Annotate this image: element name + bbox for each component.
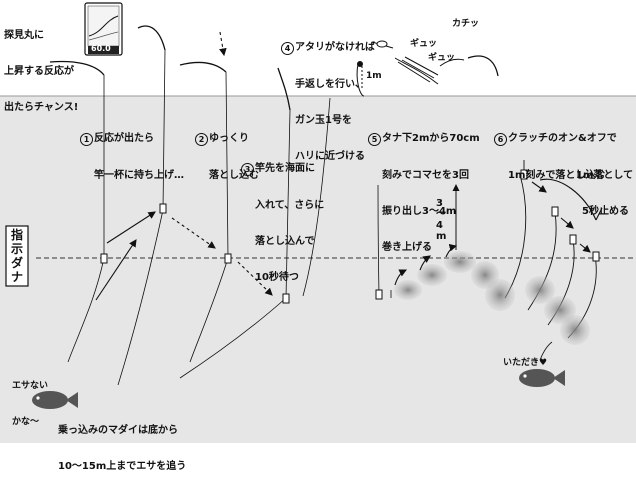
step-line: 手返しを行い、 <box>295 79 365 90</box>
step-line: 1m刻みで落とし込む <box>508 170 606 181</box>
step-number: 1 <box>80 133 93 146</box>
step-number: 3 <box>241 163 254 176</box>
fish-search-line: エサない <box>12 381 49 391</box>
step-line: 竿先を海面に <box>255 163 315 174</box>
bottom-note-line: 乗っ込みのマダイは底から <box>58 425 178 436</box>
drop-pause-line: 5秒止める <box>582 206 629 217</box>
step-number: 4 <box>281 42 294 55</box>
step-line: 落とし込んで <box>255 236 315 247</box>
sonar-display-icon <box>84 2 123 56</box>
sonar-caption-line: 上昇する反応が <box>4 66 74 77</box>
sonar-caption-line: 探見丸に <box>4 30 44 41</box>
fish-left-icon <box>32 391 78 409</box>
sonar-caption-line: 出たらチャンス! <box>4 102 79 113</box>
step-line: 刻みでコマセを3回 <box>382 170 469 181</box>
reel-sound-1: ギュッ <box>410 39 438 49</box>
step-line: タナ下2mから70cm <box>382 133 480 144</box>
fish-bite-label: いただき♥ <box>503 358 548 368</box>
step-line: 振り出し3～4m <box>382 206 457 217</box>
step2b-rod <box>179 61 229 363</box>
diagram-art <box>0 2 636 443</box>
tana-label-box <box>5 225 29 287</box>
step-line: 巻き上げる <box>382 242 432 253</box>
step-line: ガン玉1号を <box>295 115 352 126</box>
step-line: アタリがなければ <box>295 42 375 53</box>
step-line: 入れて、さらに <box>255 200 325 211</box>
step-line: ゆっくり <box>209 133 249 144</box>
fish-bite-line <box>539 341 553 361</box>
sinkers <box>100 169 600 304</box>
step-line: 竿一杯に持ち上げ… <box>94 170 184 181</box>
bottom-note: 乗っ込みのマダイは底から 10～15m上までエサを追う <box>58 401 186 497</box>
step-number: 2 <box>195 133 208 146</box>
step3-rod <box>179 67 291 379</box>
lift-height-label: 3～4m <box>436 198 447 242</box>
step5-rod <box>377 55 499 298</box>
step2-rod <box>117 25 166 386</box>
step3-line-alt <box>302 97 331 297</box>
step-line: 落とし込む <box>209 170 259 181</box>
sinker-gap-label: 1m <box>366 71 382 81</box>
step4-rig <box>356 40 394 97</box>
reel-sound-3: カチッ <box>452 19 480 29</box>
fish-search-label: エサない かな～ <box>12 356 48 452</box>
step-line: 反応が出たら <box>94 133 154 144</box>
fish-search-line: かな～ <box>12 417 40 427</box>
sonar-caption: 探見丸に 上昇する反応が 出たらチャンス! <box>4 6 78 138</box>
step-number: 5 <box>368 133 381 146</box>
step-line: 10秒待つ <box>255 272 299 283</box>
tana-label: 指示ダナ <box>10 228 23 284</box>
drop-pause-line: 1m落として <box>576 170 634 181</box>
reel-icon <box>394 56 465 85</box>
fish-right-icon <box>519 369 565 387</box>
bottom-note-line: 10～15m上までエサを追う <box>58 461 187 472</box>
step-line: ハリに近づける <box>295 151 365 162</box>
step-number: 6 <box>494 133 507 146</box>
chum-clouds <box>394 251 590 345</box>
reel-sound-2: ギュッ <box>428 53 456 63</box>
step1-rod <box>49 60 105 363</box>
sonar-depth-readout: 60.0 <box>91 44 111 53</box>
step-line: クラッチのオン&オフで <box>508 133 617 144</box>
movement-arrows <box>95 31 603 301</box>
drop-pause-label: 1m落として 5秒止める <box>576 146 633 242</box>
